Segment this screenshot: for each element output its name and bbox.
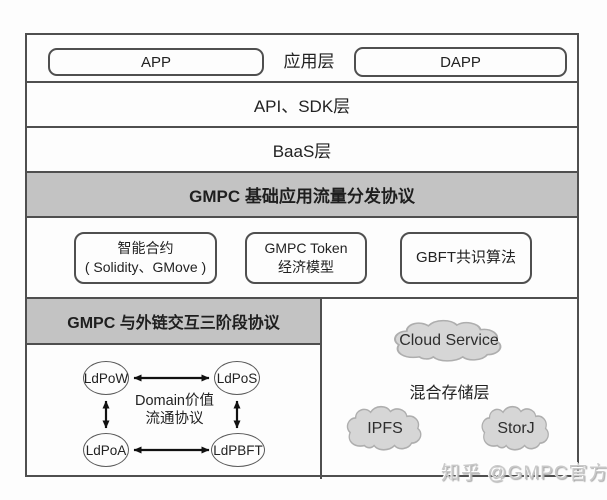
smart-contract-box: 智能合约 ( Solidity、GMove ) [74, 232, 217, 284]
interaction-panel: GMPC 与外链交互三阶段协议 LdPoW [27, 299, 322, 479]
baas-label: BaaS层 [272, 142, 332, 161]
gmpc-token-line1: GMPC Token [264, 240, 348, 257]
api-sdk-label: API、SDK层 [253, 97, 351, 116]
gmpc-token-box: GMPC Token 经济模型 [245, 232, 367, 284]
zhihu-watermark: 知乎 @GMPC官方 [441, 463, 607, 484]
bottom-section: GMPC 与外链交互三阶段协议 LdPoW [27, 299, 577, 479]
ipfs-label: IPFS [367, 419, 403, 437]
node-ldpbft: LdPBFT [211, 433, 265, 467]
gbft-box: GBFT共识算法 [400, 232, 532, 284]
modules-row: 智能合约 ( Solidity、GMove ) GMPC Token 经济模型 … [27, 218, 577, 299]
api-sdk-layer: API、SDK层 [27, 83, 577, 128]
smart-contract-line1: 智能合约 [117, 240, 174, 257]
ldpos-label: LdPoS [216, 370, 258, 386]
ldpbft-label: LdPBFT [213, 442, 263, 458]
interaction-panel-header: GMPC 与外链交互三阶段协议 [27, 299, 320, 345]
domain-protocol-label: Domain价值 流通协议 [127, 392, 222, 428]
storj-label: StorJ [497, 419, 535, 437]
gmpc-token-line2: 经济模型 [278, 259, 334, 275]
gbft-label: GBFT共识算法 [416, 248, 516, 266]
interaction-panel-body: LdPoW LdPoS LdPoA LdPBFT Domain价值 流通协议 [27, 345, 320, 477]
node-ldpow: LdPoW [83, 361, 129, 395]
ldpow-label: LdPoW [83, 370, 129, 386]
ipfs-cloud: IPFS [344, 405, 426, 452]
storage-panel: Cloud Service 混合存储层 IPFS StorJ [322, 299, 577, 479]
storj-cloud: StorJ [479, 405, 553, 452]
cloud-service-cloud: Cloud Service [390, 319, 508, 363]
interaction-title: GMPC 与外链交互三阶段协议 [67, 315, 280, 332]
application-layer-row: APP 应用层 DAPP [27, 35, 577, 83]
ldpoa-label: LdPoA [85, 442, 127, 458]
app-label: APP [140, 53, 171, 71]
storage-layer-title: 混合存储层 [409, 385, 490, 402]
node-ldpos: LdPoS [214, 361, 260, 395]
node-ldpoa: LdPoA [83, 433, 129, 467]
dapp-label: DAPP [440, 53, 481, 71]
cloud-service-label: Cloud Service [399, 332, 499, 349]
smart-contract-line2: ( Solidity、GMove ) [84, 259, 207, 275]
application-layer-label: 应用层 [283, 52, 335, 71]
gmpc-dispatch-layer: GMPC 基础应用流量分发协议 [27, 173, 577, 218]
baas-layer: BaaS层 [27, 128, 577, 173]
dapp-box: DAPP [354, 47, 567, 77]
domain-label-line1: Domain价值 [135, 393, 214, 409]
architecture-diagram: APP 应用层 DAPP API、SDK层 BaaS层 GMPC 基础应用流量分… [25, 33, 579, 479]
arrow-connectors [102, 374, 241, 454]
domain-label-line2: 流通协议 [145, 411, 204, 428]
app-box: APP [48, 48, 264, 76]
gmpc-dispatch-label: GMPC 基础应用流量分发协议 [189, 187, 415, 206]
